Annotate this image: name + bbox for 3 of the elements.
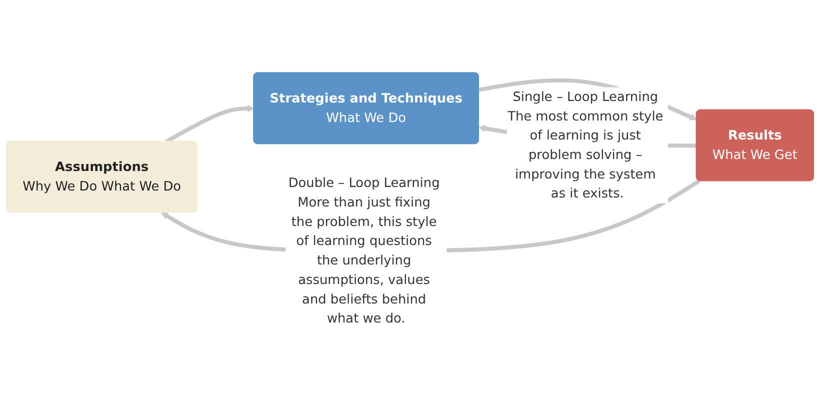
edge-label: Single – Loop Learning The most common style of learning is just problem solving – improving the system as it exists. [508, 88, 664, 201]
edge-label: Double – Loop Learning More than just fixing the problem, this style of learning questions the underlying assumptions, values and beliefts behind what we do. [288, 175, 440, 326]
arrow [165, 104, 254, 144]
